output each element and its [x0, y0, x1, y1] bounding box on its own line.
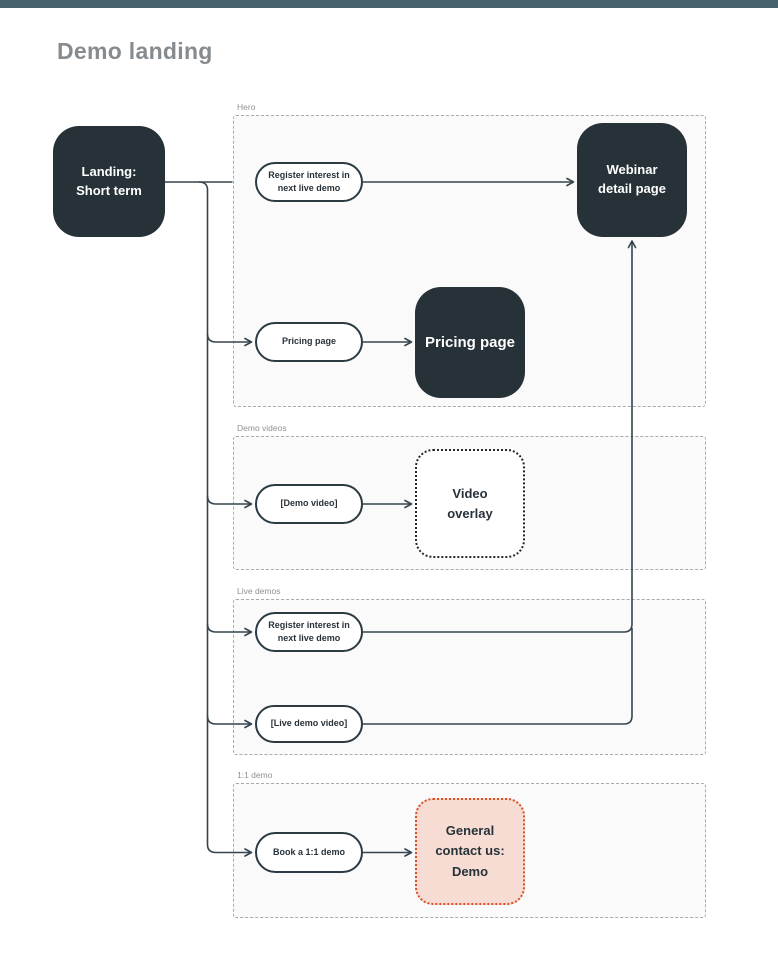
- pill-demo-video[interactable]: [Demo video]: [255, 484, 363, 524]
- node-landing-line-2: Short term: [76, 182, 142, 198]
- pill-live-register-line-1: Register interest in: [268, 619, 350, 630]
- pill-book-one-on-one-demo[interactable]: Book a 1:1 demo: [255, 832, 363, 873]
- node-webinar-line-1: Webinar: [606, 162, 658, 178]
- pill-live-register-line-2: next live demo: [277, 633, 341, 643]
- node-video-overlay-line-2: overlay: [447, 505, 493, 521]
- group-hero-label: Hero: [237, 102, 256, 112]
- node-video-overlay[interactable]: Video overlay: [415, 449, 525, 558]
- node-general-contact-line-3: Demo: [451, 863, 489, 879]
- node-landing-line-1: Landing:: [81, 163, 137, 179]
- node-landing-short-term[interactable]: Landing: Short term: [53, 126, 165, 237]
- pill-live-register-interest[interactable]: Register interest in next live demo: [255, 612, 363, 652]
- node-general-contact-line-2: contact us:: [435, 843, 505, 859]
- top-accent-bar: [0, 0, 778, 8]
- pill-live-demo-video-label: [Live demo video]: [270, 718, 348, 729]
- pill-pricing-page-label: Pricing page: [281, 336, 336, 347]
- pill-hero-register-line-2: next live demo: [277, 183, 341, 193]
- group-demo-videos-label: Demo videos: [237, 423, 287, 433]
- node-general-contact-line-1: General: [445, 823, 495, 839]
- pill-pricing-page[interactable]: Pricing page: [255, 322, 363, 362]
- pill-live-demo-video[interactable]: [Live demo video]: [255, 705, 363, 743]
- node-webinar-detail-page[interactable]: Webinar detail page: [577, 123, 687, 237]
- pill-demo-video-label: [Demo video]: [280, 498, 338, 509]
- node-pricing-page[interactable]: Pricing page: [415, 287, 525, 398]
- pill-book-demo-label: Book a 1:1 demo: [272, 846, 346, 857]
- page-title: Demo landing: [57, 38, 213, 64]
- node-video-overlay-line-1: Video: [452, 486, 488, 501]
- node-webinar-line-2: detail page: [598, 181, 666, 196]
- node-pricing-page-label: Pricing page: [424, 333, 516, 351]
- group-live-demos-label: Live demos: [237, 586, 281, 596]
- pill-hero-register-interest[interactable]: Register interest in next live demo: [255, 162, 363, 202]
- pill-hero-register-line-1: Register interest in: [268, 169, 350, 180]
- node-general-contact-demo[interactable]: General contact us: Demo: [415, 798, 525, 905]
- group-one-on-one-demo-label: 1:1 demo: [237, 770, 273, 780]
